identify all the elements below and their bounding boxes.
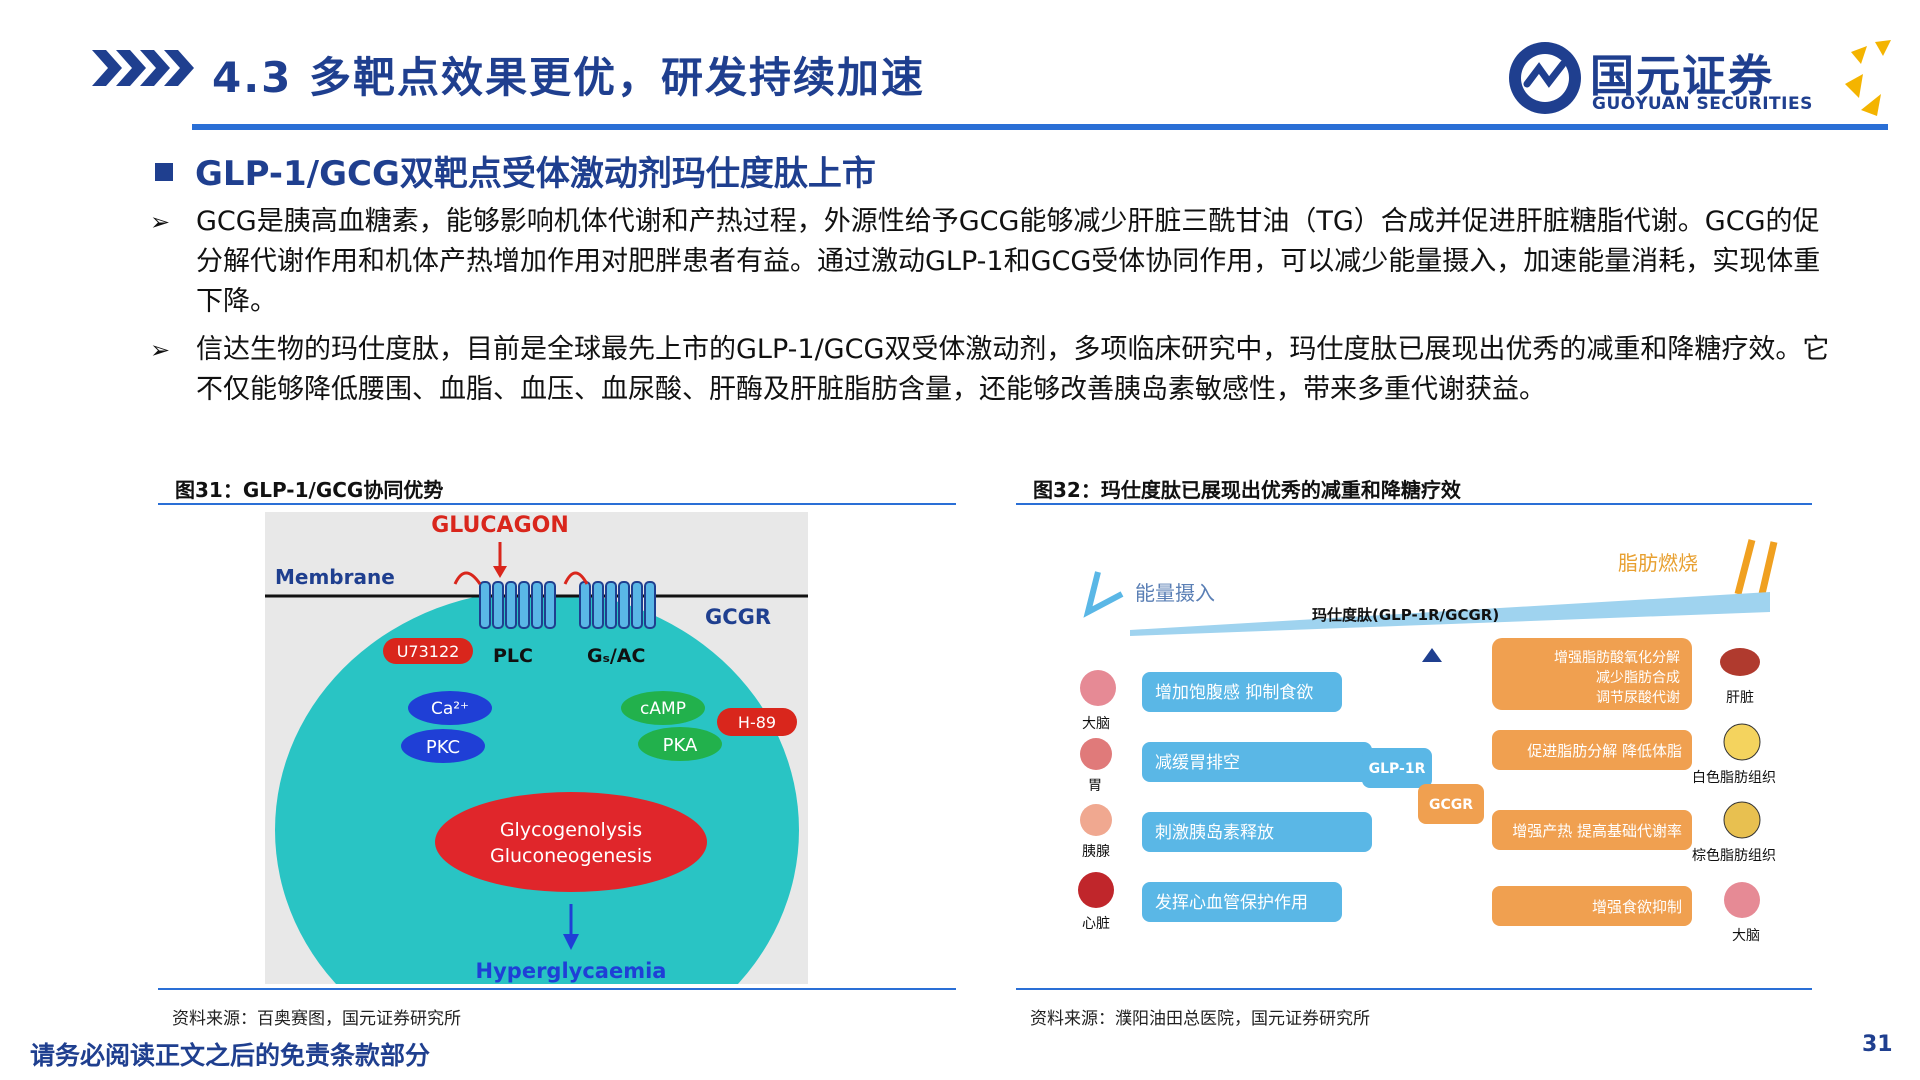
svg-text:白色脂肪组织: 白色脂肪组织 <box>1692 769 1776 786</box>
right-organ-labels: 肝脏 白色脂肪组织 棕色脂肪组织 大脑 <box>1692 648 1776 944</box>
svg-text:增强食欲抑制: 增强食欲抑制 <box>1592 898 1682 916</box>
arrow-bullet-icon: ➢ <box>150 208 171 236</box>
camp-label: cAMP <box>640 699 686 719</box>
energy-intake-label: 能量摄入 <box>1135 581 1215 605</box>
gs-ac-label: Gₛ/AC <box>587 645 645 667</box>
square-bullet-icon <box>155 163 173 181</box>
gcgr-label: GCGR <box>705 605 771 629</box>
figure32-effects-diagram: 能量摄入 脂肪燃烧 玛仕度肽(GLP-1R/GCGR) 增加饱腹感 抑制食欲 减… <box>1078 539 1778 944</box>
hyperglycaemia-label: Hyperglycaemia <box>476 959 667 983</box>
svg-text:减少脂肪合成: 减少脂肪合成 <box>1596 670 1680 686</box>
left-organ-labels: 大脑 胃 胰腺 心脏 <box>1078 670 1116 932</box>
logo-text-en: GUOYUAN SECURITIES <box>1592 94 1813 114</box>
membrane-label: Membrane <box>275 565 395 589</box>
pka-label: PKA <box>663 735 698 756</box>
svg-text:增加饱腹感 抑制食欲: 增加饱腹感 抑制食欲 <box>1155 683 1313 703</box>
svg-text:大脑: 大脑 <box>1732 928 1760 944</box>
section-heading-text: GLP-1/GCG双靶点受体激动剂玛仕度肽上市 <box>195 154 876 194</box>
svg-text:大脑: 大脑 <box>1082 716 1110 732</box>
figure32-bottom-rule <box>1016 988 1812 990</box>
gcgr-badge-label: GCGR <box>1429 797 1473 813</box>
header-divider <box>192 124 1888 130</box>
figure31-source: 资料来源：百奥赛图，国元证券研究所 <box>172 1009 461 1029</box>
bullet-item: ➢ GCG是胰高血糖素，能够影响机体代谢和产热过程，外源性给予GCG能够减少肝脏… <box>150 202 1840 322</box>
bullet-item: ➢ 信达生物的玛仕度肽，目前是全球最先上市的GLP-1/GCG双受体激动剂，多项… <box>150 330 1840 410</box>
figure31-title: 图31：GLP-1/GCG协同优势 <box>175 478 444 502</box>
figure32-title: 图32：玛仕度肽已展现出优秀的减重和降糖疗效 <box>1033 478 1461 502</box>
svg-text:心脏: 心脏 <box>1082 916 1110 932</box>
figure32-source: 资料来源：濮阳油田总医院，国元证券研究所 <box>1030 1009 1370 1029</box>
svg-text:棕色脂肪组织: 棕色脂肪组织 <box>1692 847 1776 864</box>
svg-text:增强产热 提高基础代谢率: 增强产热 提高基础代谢率 <box>1512 822 1682 840</box>
glycogenolysis-label: Glycogenolysis <box>500 819 642 841</box>
svg-text:调节尿酸代谢: 调节尿酸代谢 <box>1596 690 1680 706</box>
figure31-pathway-diagram: GLUCAGON Membrane GCGR U73122 PLC Gₛ/AC … <box>265 512 808 984</box>
figure31-bottom-rule <box>158 988 956 990</box>
page-number: 31 <box>1862 1032 1893 1057</box>
pkc-label: PKC <box>426 737 460 758</box>
guoyuan-logo-icon <box>1509 40 1891 116</box>
u73122-label: U73122 <box>397 642 460 661</box>
svg-text:刺激胰岛素释放: 刺激胰岛素释放 <box>1155 823 1274 843</box>
svg-text:增强脂肪酸氧化分解: 增强脂肪酸氧化分解 <box>1554 650 1680 666</box>
glucagon-label: GLUCAGON <box>431 513 569 538</box>
drug-label: 玛仕度肽(GLP-1R/GCGR) <box>1312 606 1499 624</box>
svg-text:促进脂肪分解 降低体脂: 促进脂肪分解 降低体脂 <box>1527 742 1682 760</box>
logo-text-cn: 国元证券 <box>1590 51 1774 102</box>
section-heading: GLP-1/GCG双靶点受体激动剂玛仕度肽上市 <box>155 146 876 195</box>
glp1r-label: GLP-1R <box>1369 761 1426 777</box>
page-title: 4.3 多靶点效果更优，研发持续加速 <box>212 53 926 102</box>
plc-label: PLC <box>493 645 533 667</box>
svg-text:减缓胃排空: 减缓胃排空 <box>1155 753 1240 773</box>
fat-burning-label: 脂肪燃烧 <box>1618 551 1698 575</box>
header-chevrons-icon <box>92 50 194 86</box>
figure31-top-rule <box>158 503 956 505</box>
arrow-bullet-icon: ➢ <box>150 336 171 364</box>
footer-disclaimer: 请务必阅读正文之后的免责条款部分 <box>30 1041 431 1070</box>
svg-text:胃: 胃 <box>1088 778 1102 794</box>
figure32-top-rule <box>1016 503 1812 505</box>
left-effect-items: 增加饱腹感 抑制食欲 减缓胃排空 刺激胰岛素释放 发挥心血管保护作用 <box>1142 672 1372 922</box>
bullet-text: GCG是胰高血糖素，能够影响机体代谢和产热过程，外源性给予GCG能够减少肝脏三酰… <box>196 206 1821 317</box>
svg-text:胰腺: 胰腺 <box>1082 844 1110 860</box>
h89-label: H-89 <box>738 713 776 732</box>
gluconeogenesis-label: Gluconeogenesis <box>490 845 652 867</box>
svg-text:肝脏: 肝脏 <box>1726 690 1754 706</box>
svg-text:发挥心血管保护作用: 发挥心血管保护作用 <box>1155 893 1308 913</box>
bullet-text: 信达生物的玛仕度肽，目前是全球最先上市的GLP-1/GCG双受体激动剂，多项临床… <box>196 334 1830 405</box>
right-effect-items: 增强脂肪酸氧化分解 减少脂肪合成 调节尿酸代谢 促进脂肪分解 降低体脂 增强产热… <box>1492 638 1692 926</box>
ca-label: Ca²⁺ <box>431 699 469 719</box>
